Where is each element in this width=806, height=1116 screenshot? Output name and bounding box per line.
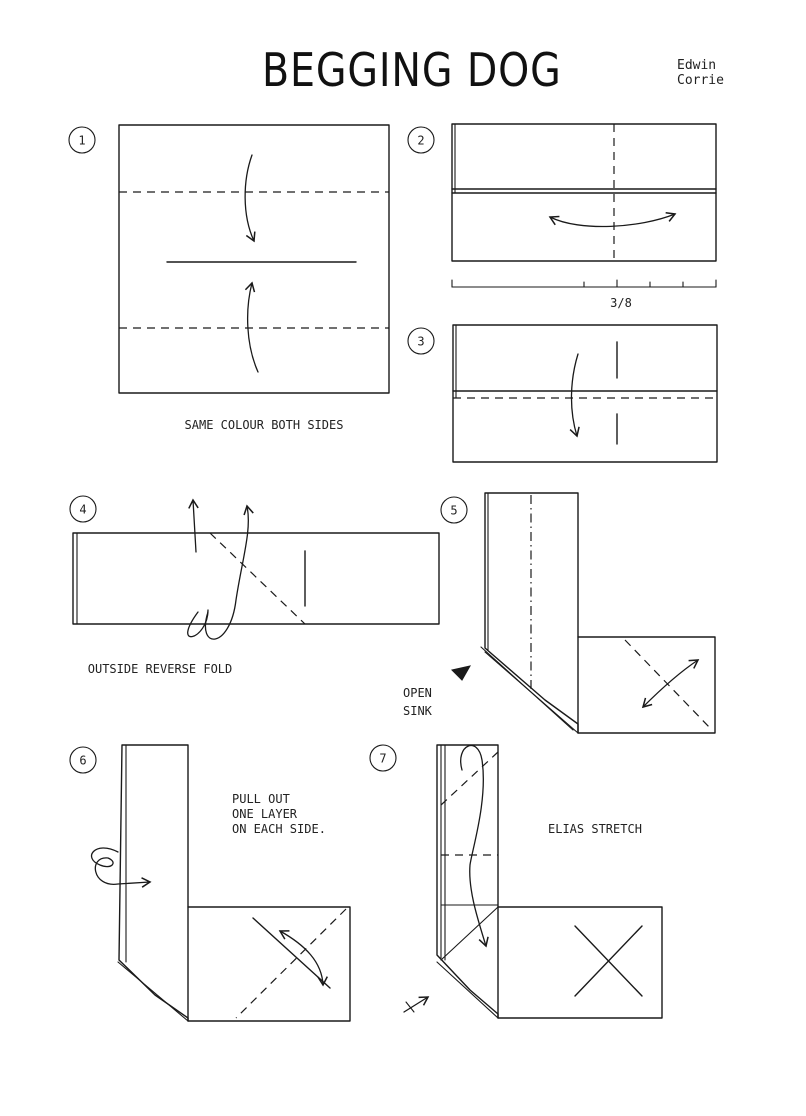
step-6-caption-line-3: ON EACH SIDE. xyxy=(232,822,326,836)
step-3-strip xyxy=(452,324,718,463)
step-4-reverse-fold-line xyxy=(209,532,306,625)
step-3-fold-down-arrow xyxy=(569,353,580,438)
step-5-model-outline xyxy=(484,492,716,734)
step-5-caption-line-1: OPEN xyxy=(403,686,432,700)
step-5-diagram: 5 xyxy=(440,492,716,734)
step-7-push-arrow xyxy=(403,996,430,1013)
step-5-number: 5 xyxy=(450,504,457,518)
step-4-number-circle xyxy=(69,495,97,523)
step-2-diagram: 2 3/8 xyxy=(407,123,717,310)
step-7-lower-diagonal xyxy=(440,906,499,961)
step-5-diagonal-fold xyxy=(624,639,713,731)
step-2-number-circle xyxy=(407,126,435,154)
step-2-number: 2 xyxy=(417,134,424,148)
step-4-strip xyxy=(72,532,440,625)
author-last-name: Corrie xyxy=(677,73,724,88)
step-5-bottom-edge-layer xyxy=(480,646,574,731)
step-6-number: 6 xyxy=(79,754,86,768)
step-7-push-mark xyxy=(405,1001,415,1013)
step-7-upper-diagonal xyxy=(440,751,499,806)
step-4-caption: OUTSIDE REVERSE FOLD xyxy=(88,662,233,676)
step-7-stretch-arrow xyxy=(460,745,489,948)
step-1-fold-up-arrow xyxy=(244,281,259,373)
step-7-caption: ELIAS STRETCH xyxy=(548,822,642,836)
step-6-bottom-edge-layer xyxy=(117,961,189,1022)
step-7-bottom-edge-layer xyxy=(436,961,499,1019)
step-6-model-outline xyxy=(118,744,351,1022)
step-4-outside-reverse-arrow xyxy=(204,504,254,640)
step-5-caption-line-2: SINK xyxy=(403,704,433,718)
step-3-number-circle xyxy=(407,327,435,355)
step-4-diagram: 4 xyxy=(69,495,440,640)
step-1-fold-down-arrow xyxy=(244,154,256,243)
step-5-push-arrow-icon xyxy=(451,665,471,681)
step-6-fold-unfold-arrow xyxy=(278,930,328,987)
step-1-diagram: 1 xyxy=(68,124,390,394)
step-3-diagram: 3 xyxy=(407,324,718,463)
step-6-caption-line-1: PULL OUT xyxy=(232,792,290,806)
step-2-measure-label: 3/8 xyxy=(610,296,632,310)
step-7-number-circle xyxy=(369,744,397,772)
step-6-crease xyxy=(252,917,331,989)
step-4-number: 4 xyxy=(79,503,86,517)
step-3-number: 3 xyxy=(417,335,424,349)
step-6-diagram: 6 xyxy=(69,744,351,1022)
step-5-fold-unfold-arrow xyxy=(641,659,700,709)
step-4-short-arrow xyxy=(188,498,199,553)
step-6-diagonal-fold xyxy=(235,908,347,1019)
step-6-number-circle xyxy=(69,746,97,774)
step-7-model-outline xyxy=(436,744,663,1019)
step-7-number: 7 xyxy=(379,752,386,766)
step-6-pull-out-arrow xyxy=(90,847,152,888)
step-1-number: 1 xyxy=(78,134,85,148)
step-5-number-circle xyxy=(440,496,468,524)
step-1-square xyxy=(118,124,390,394)
author-first-name: Edwin xyxy=(677,58,717,73)
step-1-caption: SAME COLOUR BOTH SIDES xyxy=(185,418,344,432)
step-1-number-circle xyxy=(68,126,96,154)
step-6-caption-line-2: ONE LAYER xyxy=(232,807,298,821)
step-7-diagram: 7 xyxy=(369,744,663,1019)
step-7-x-crease-b xyxy=(574,925,643,997)
step-2-fold-and-unfold-arrow xyxy=(548,211,677,228)
